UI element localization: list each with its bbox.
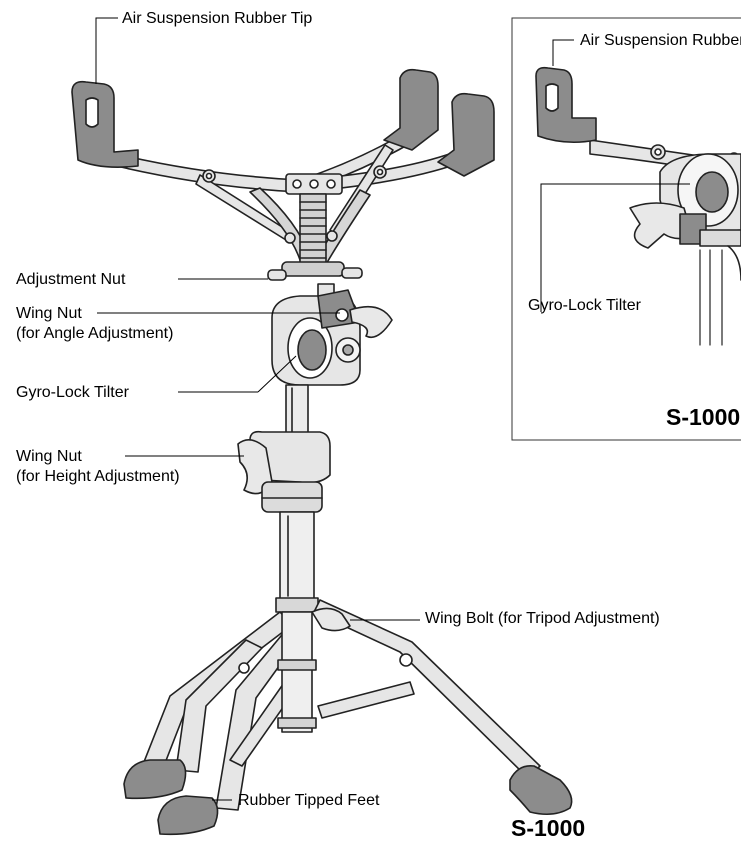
rubber-tips bbox=[71, 68, 495, 177]
inset-model-name: S-1000 bbox=[666, 404, 741, 430]
inset-illustration bbox=[535, 66, 741, 346]
basket-arms bbox=[99, 129, 461, 267]
rubber-feet bbox=[123, 759, 573, 836]
inset-panel: Air Suspension Rubber Tip Gyro-Lock Tilt… bbox=[512, 18, 741, 440]
leader-lines bbox=[95, 17, 420, 801]
tripod-legs bbox=[139, 599, 541, 811]
wing-nut-height-label: Wing Nut bbox=[16, 448, 82, 465]
wing-nut-angle-sub-label: (for Angle Adjustment) bbox=[16, 325, 174, 342]
lower-tube bbox=[275, 511, 319, 613]
adjustment-nut-label: Adjustment Nut bbox=[16, 271, 126, 288]
wing-nut-height-sub-label: (for Height Adjustment) bbox=[16, 468, 180, 485]
wing-bolt-label: Wing Bolt (for Tripod Adjustment) bbox=[425, 610, 660, 627]
gyro-lock-tilter-label: Gyro-Lock Tilter bbox=[16, 384, 129, 401]
air-suspension-tip-label: Air Suspension Rubber Tip bbox=[122, 10, 313, 27]
model-name: S-1000 bbox=[511, 815, 586, 841]
inset-gyro-lock-label: Gyro-Lock Tilter bbox=[528, 297, 641, 314]
inset-air-suspension-label: Air Suspension Rubber Tip bbox=[580, 32, 741, 49]
height-clamp bbox=[237, 430, 331, 513]
wing-nut-angle-label: Wing Nut bbox=[16, 305, 82, 322]
rubber-feet-label: Rubber Tipped Feet bbox=[238, 792, 380, 809]
inset-frame bbox=[511, 17, 741, 441]
center-block bbox=[285, 173, 343, 267]
gyro-lock-tilter bbox=[271, 289, 393, 386]
inset-leader-lines bbox=[540, 39, 690, 312]
